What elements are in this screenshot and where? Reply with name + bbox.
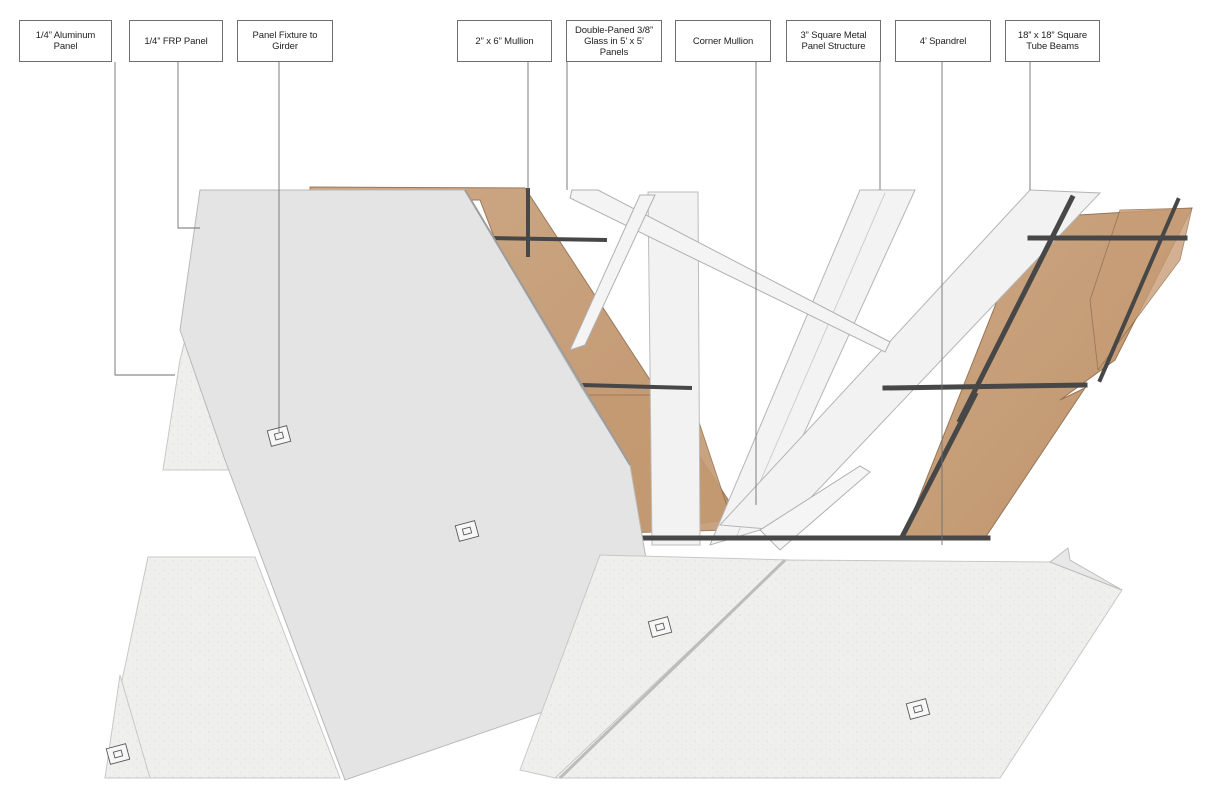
label-mullion: 2” x 6” Mullion <box>457 20 552 62</box>
spandrel-top-edge <box>1048 547 1123 591</box>
aluminum-panel-lower-left <box>119 556 341 779</box>
label-panel-fixture: Panel Fixture to Girder <box>237 20 333 62</box>
metal-beam-slant <box>569 194 656 351</box>
label-mullion-text: 2” x 6” Mullion <box>475 35 534 47</box>
label-spandrel: 4’ Spandrel <box>895 20 991 62</box>
label-corner-mullion: Corner Mullion <box>675 20 771 62</box>
label-frp-panel: 1/4” FRP Panel <box>129 20 223 62</box>
label-double-glass-text: Double-Paned 3/8” Glass in 5’ x 5’ Panel… <box>574 24 654 58</box>
label-metal-structure: 3” Square Metal Panel Structure <box>786 20 881 62</box>
label-aluminum-panel-text: 1/4” Aluminum Panel <box>35 30 96 52</box>
leader-lines <box>114 62 1031 545</box>
label-tube-beams: 18” x 18” Square Tube Beams <box>1005 20 1100 62</box>
spandrel-panel <box>553 559 1123 779</box>
label-tube-beams-text: 18” x 18” Square Tube Beams <box>1017 30 1088 52</box>
label-panel-fixture-text: Panel Fixture to Girder <box>252 30 318 52</box>
label-corner-mullion-text: Corner Mullion <box>692 35 754 47</box>
label-metal-structure-text: 3” Square Metal Panel Structure <box>800 30 867 52</box>
label-spandrel-text: 4’ Spandrel <box>919 35 967 47</box>
label-double-glass: Double-Paned 3/8” Glass in 5’ x 5’ Panel… <box>566 20 662 62</box>
leader-frp-panel <box>177 62 200 229</box>
panel-fixtures <box>105 425 931 765</box>
metal-beam-lower <box>759 465 871 551</box>
label-aluminum-panel: 1/4” Aluminum Panel <box>19 20 112 62</box>
mullion-grid <box>487 188 1188 541</box>
label-frp-panel-text: 1/4” FRP Panel <box>144 35 208 47</box>
corner-post <box>647 191 701 546</box>
leader-aluminum-panel <box>114 62 175 376</box>
metal-beam-crossbar <box>569 189 891 353</box>
